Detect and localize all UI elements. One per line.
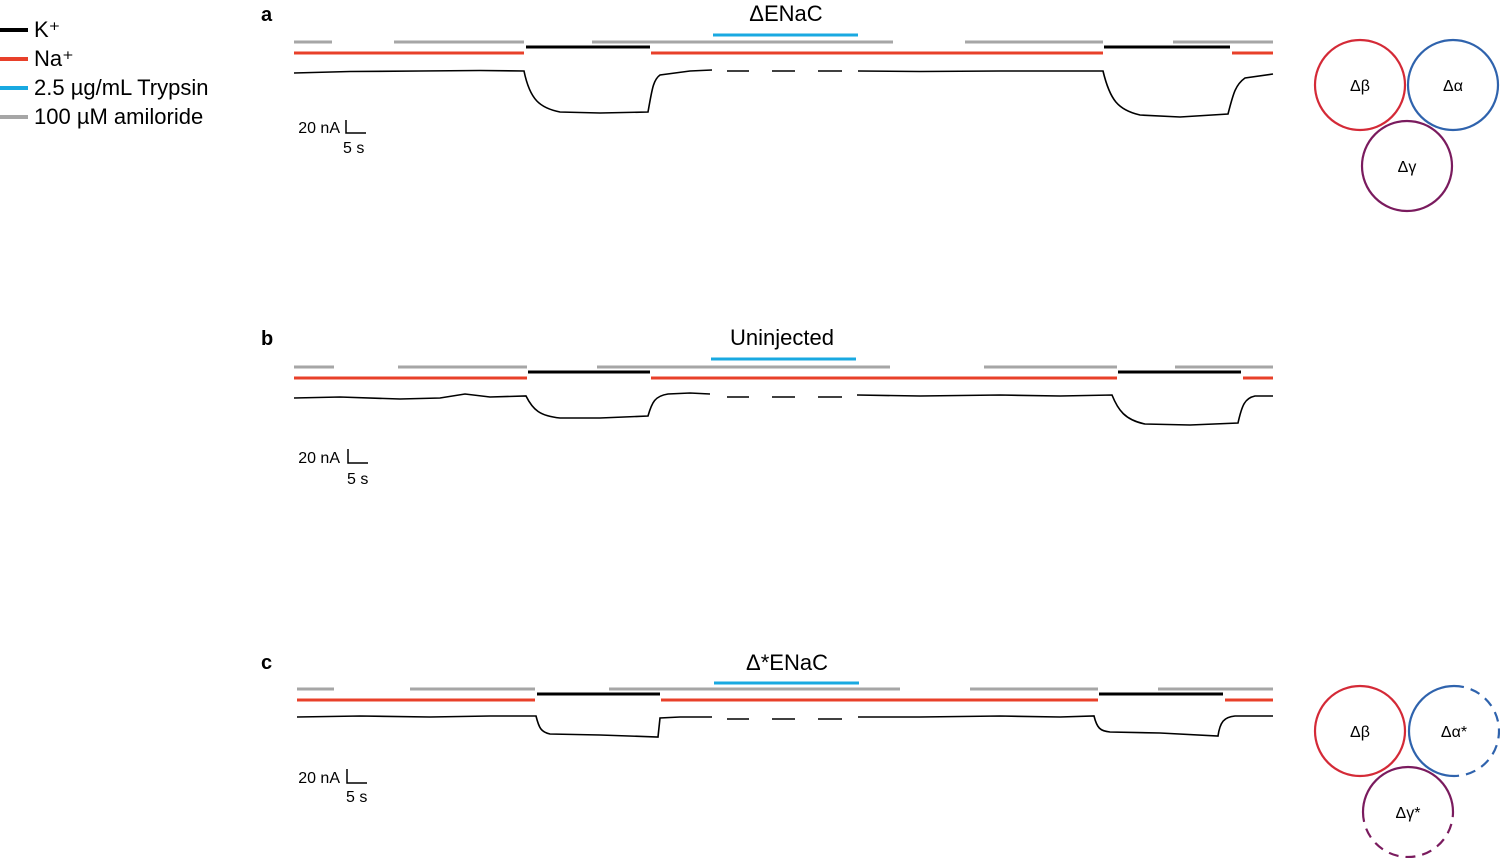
- panel-c-gamma-label: Δγ*: [1396, 805, 1421, 822]
- panel-a: a ΔENaC 20 nA 5 s Δβ Δα: [261, 1, 1500, 213]
- panel-c: c Δ*ENaC 20 nA 5 s Δβ: [261, 650, 1500, 858]
- panel-a-scale-bar: 20 nA 5 s: [298, 120, 366, 157]
- panel-c-scale-bar: 20 nA 5 s: [298, 769, 367, 806]
- panel-a-beta-label: Δβ: [1350, 78, 1370, 95]
- panel-c-title: Δ*ENaC: [746, 650, 828, 675]
- legend: K⁺ Na⁺ 2.5 µg/mL Trypsin 100 µM amilorid…: [0, 17, 209, 129]
- panel-a-gamma-circle: [1360, 119, 1454, 213]
- legend-amiloride-label: 100 µM amiloride: [34, 104, 203, 129]
- panel-a-current-trace: [293, 69, 1274, 118]
- panel-a-subunit-diagram: Δβ Δα Δγ: [1313, 38, 1500, 213]
- panel-a-scale-y: 20 nA: [298, 120, 340, 137]
- panel-a-beta-circle: [1313, 38, 1407, 132]
- panel-b-title: Uninjected: [730, 325, 834, 350]
- panel-b-scale-y: 20 nA: [298, 450, 340, 467]
- panel-a-gamma-label: Δγ: [1398, 159, 1417, 176]
- legend-k-label: K⁺: [34, 17, 60, 42]
- panel-c-alpha-circle-solid: [1407, 684, 1455, 778]
- panel-c-gamma-circle-dashed: [1361, 811, 1455, 858]
- panel-a-alpha-circle: [1406, 38, 1500, 132]
- panel-c-scale-x: 5 s: [346, 789, 367, 806]
- panel-c-letter: c: [261, 652, 272, 674]
- panel-a-letter: a: [261, 4, 273, 26]
- panel-a-title: ΔENaC: [749, 1, 822, 26]
- panel-c-gamma-circle-solid: [1361, 765, 1455, 813]
- panel-c-scale-y: 20 nA: [298, 770, 340, 787]
- panel-a-alpha-label: Δα: [1443, 78, 1463, 95]
- legend-na-label: Na⁺: [34, 46, 74, 71]
- panel-b-letter: b: [261, 328, 273, 350]
- panel-c-subunit-diagram: Δβ Δα* Δγ*: [1313, 684, 1500, 858]
- panel-c-beta-label: Δβ: [1350, 724, 1370, 741]
- panel-c-alpha-label: Δα*: [1441, 724, 1467, 741]
- panel-b-current-trace: [293, 392, 1273, 426]
- panel-b: b Uninjected 20 nA 5 s: [261, 325, 1273, 488]
- panel-c-alpha-circle-dashed: [1453, 684, 1500, 778]
- panel-c-beta-circle: [1313, 684, 1407, 778]
- panel-c-current-trace: [296, 715, 1273, 738]
- panel-b-scale-bar: 20 nA 5 s: [298, 449, 368, 488]
- panel-a-scale-x: 5 s: [343, 140, 364, 157]
- panel-b-scale-x: 5 s: [347, 471, 368, 488]
- legend-trypsin-label: 2.5 µg/mL Trypsin: [34, 75, 209, 100]
